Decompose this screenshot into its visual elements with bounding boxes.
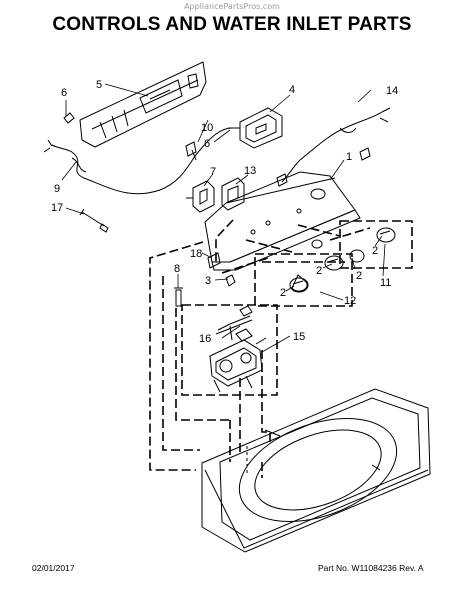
switch-13 <box>221 177 245 211</box>
part-3-screw <box>225 274 236 287</box>
callout-7: 7 <box>210 166 216 178</box>
callout-11: 11 <box>380 277 391 289</box>
wire-harness-14 <box>276 107 391 187</box>
callout-2d: 2 <box>280 287 286 299</box>
knob-2d <box>376 227 396 243</box>
callout-9: 9 <box>54 183 60 195</box>
footer-date: 02/01/2017 <box>32 563 75 573</box>
callout-6b: 6 <box>204 138 210 150</box>
callout-2c: 2 <box>316 265 322 277</box>
console-panel <box>204 171 361 271</box>
footer-part-number: Part No. W11084236 Rev. A <box>318 563 424 573</box>
callout-leaders <box>61 83 386 353</box>
callout-16: 16 <box>199 333 211 345</box>
callout-12: 12 <box>344 295 356 307</box>
control-board <box>228 107 283 149</box>
callout-5: 5 <box>96 79 102 91</box>
callout-8: 8 <box>174 263 180 275</box>
washer-top-frame <box>201 388 431 553</box>
callout-2b: 2 <box>356 270 362 282</box>
knob-2a <box>289 274 309 293</box>
clip-10 <box>185 141 197 157</box>
part-18-clip <box>207 252 221 269</box>
knob-2b <box>324 255 344 271</box>
hose-16 <box>215 305 253 341</box>
callout-6a: 6 <box>61 87 67 99</box>
water-valve-15 <box>209 328 267 393</box>
callout-14: 14 <box>386 85 398 97</box>
console-rear-panel <box>79 61 207 148</box>
part-8-screw <box>174 287 183 307</box>
callout-3: 3 <box>205 275 211 287</box>
callout-2a: 2 <box>372 245 378 257</box>
switch-7 <box>186 180 215 213</box>
callout-13: 13 <box>244 165 256 177</box>
wire-harness-9 <box>43 127 233 195</box>
callout-10: 10 <box>201 122 213 134</box>
wire-tie-17 <box>79 208 109 233</box>
callout-17: 17 <box>51 202 63 214</box>
part-6-screw <box>63 112 75 124</box>
diagram-title: CONTROLS AND WATER INLET PARTS <box>52 14 412 35</box>
watermark-text: AppliancePartsPros.com <box>184 2 280 11</box>
knob-set <box>289 227 396 293</box>
callout-18: 18 <box>190 248 202 260</box>
callout-1: 1 <box>346 151 352 163</box>
knob-2e <box>311 239 323 249</box>
callout-4: 4 <box>289 84 295 96</box>
callout-numbers: 5 6 4 14 10 6 1 7 13 9 17 2 18 2 2 8 3 1… <box>51 79 398 345</box>
callout-15: 15 <box>293 331 305 343</box>
knob-2c <box>349 249 365 263</box>
